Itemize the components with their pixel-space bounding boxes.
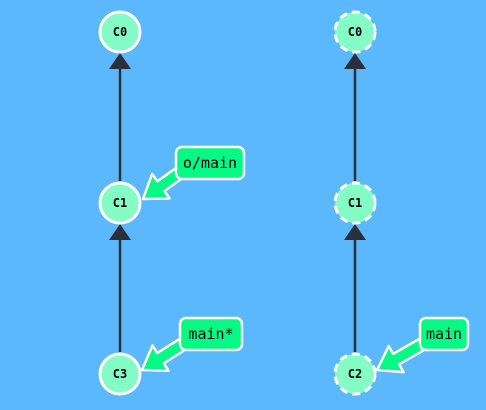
remote-arrowhead-C1 xyxy=(344,224,366,240)
local-branch-label-main-: main* xyxy=(188,325,233,343)
local-branch-main-[interactable] xyxy=(178,316,244,352)
remote-branch-main[interactable] xyxy=(418,316,470,352)
local-arrowhead-C0 xyxy=(109,53,131,69)
remote-branch-label-main: main xyxy=(426,325,462,343)
local-commit-label-c0: C0 xyxy=(113,25,127,39)
remote-arrowhead-C0 xyxy=(344,53,366,69)
local-commit-label-c1: C1 xyxy=(113,196,127,210)
remote-commit-label-c2: C2 xyxy=(348,367,362,381)
remote-commit-c0[interactable] xyxy=(333,10,377,54)
local-commit-label-c3: C3 xyxy=(113,367,127,381)
remote-commit-label-c1: C1 xyxy=(348,196,362,210)
remote-commit-label-c0: C0 xyxy=(348,25,362,39)
local-commit-c3[interactable] xyxy=(98,352,142,396)
remote-commit-c2[interactable] xyxy=(333,352,377,396)
local-commit-c0[interactable] xyxy=(98,10,142,54)
local-branch-o-main[interactable] xyxy=(174,145,246,181)
local-arrowhead-C1 xyxy=(109,224,131,240)
local-branch-label-o-main: o/main xyxy=(183,154,237,172)
remote-commit-c1[interactable] xyxy=(333,181,377,225)
local-commit-c1[interactable] xyxy=(98,181,142,225)
